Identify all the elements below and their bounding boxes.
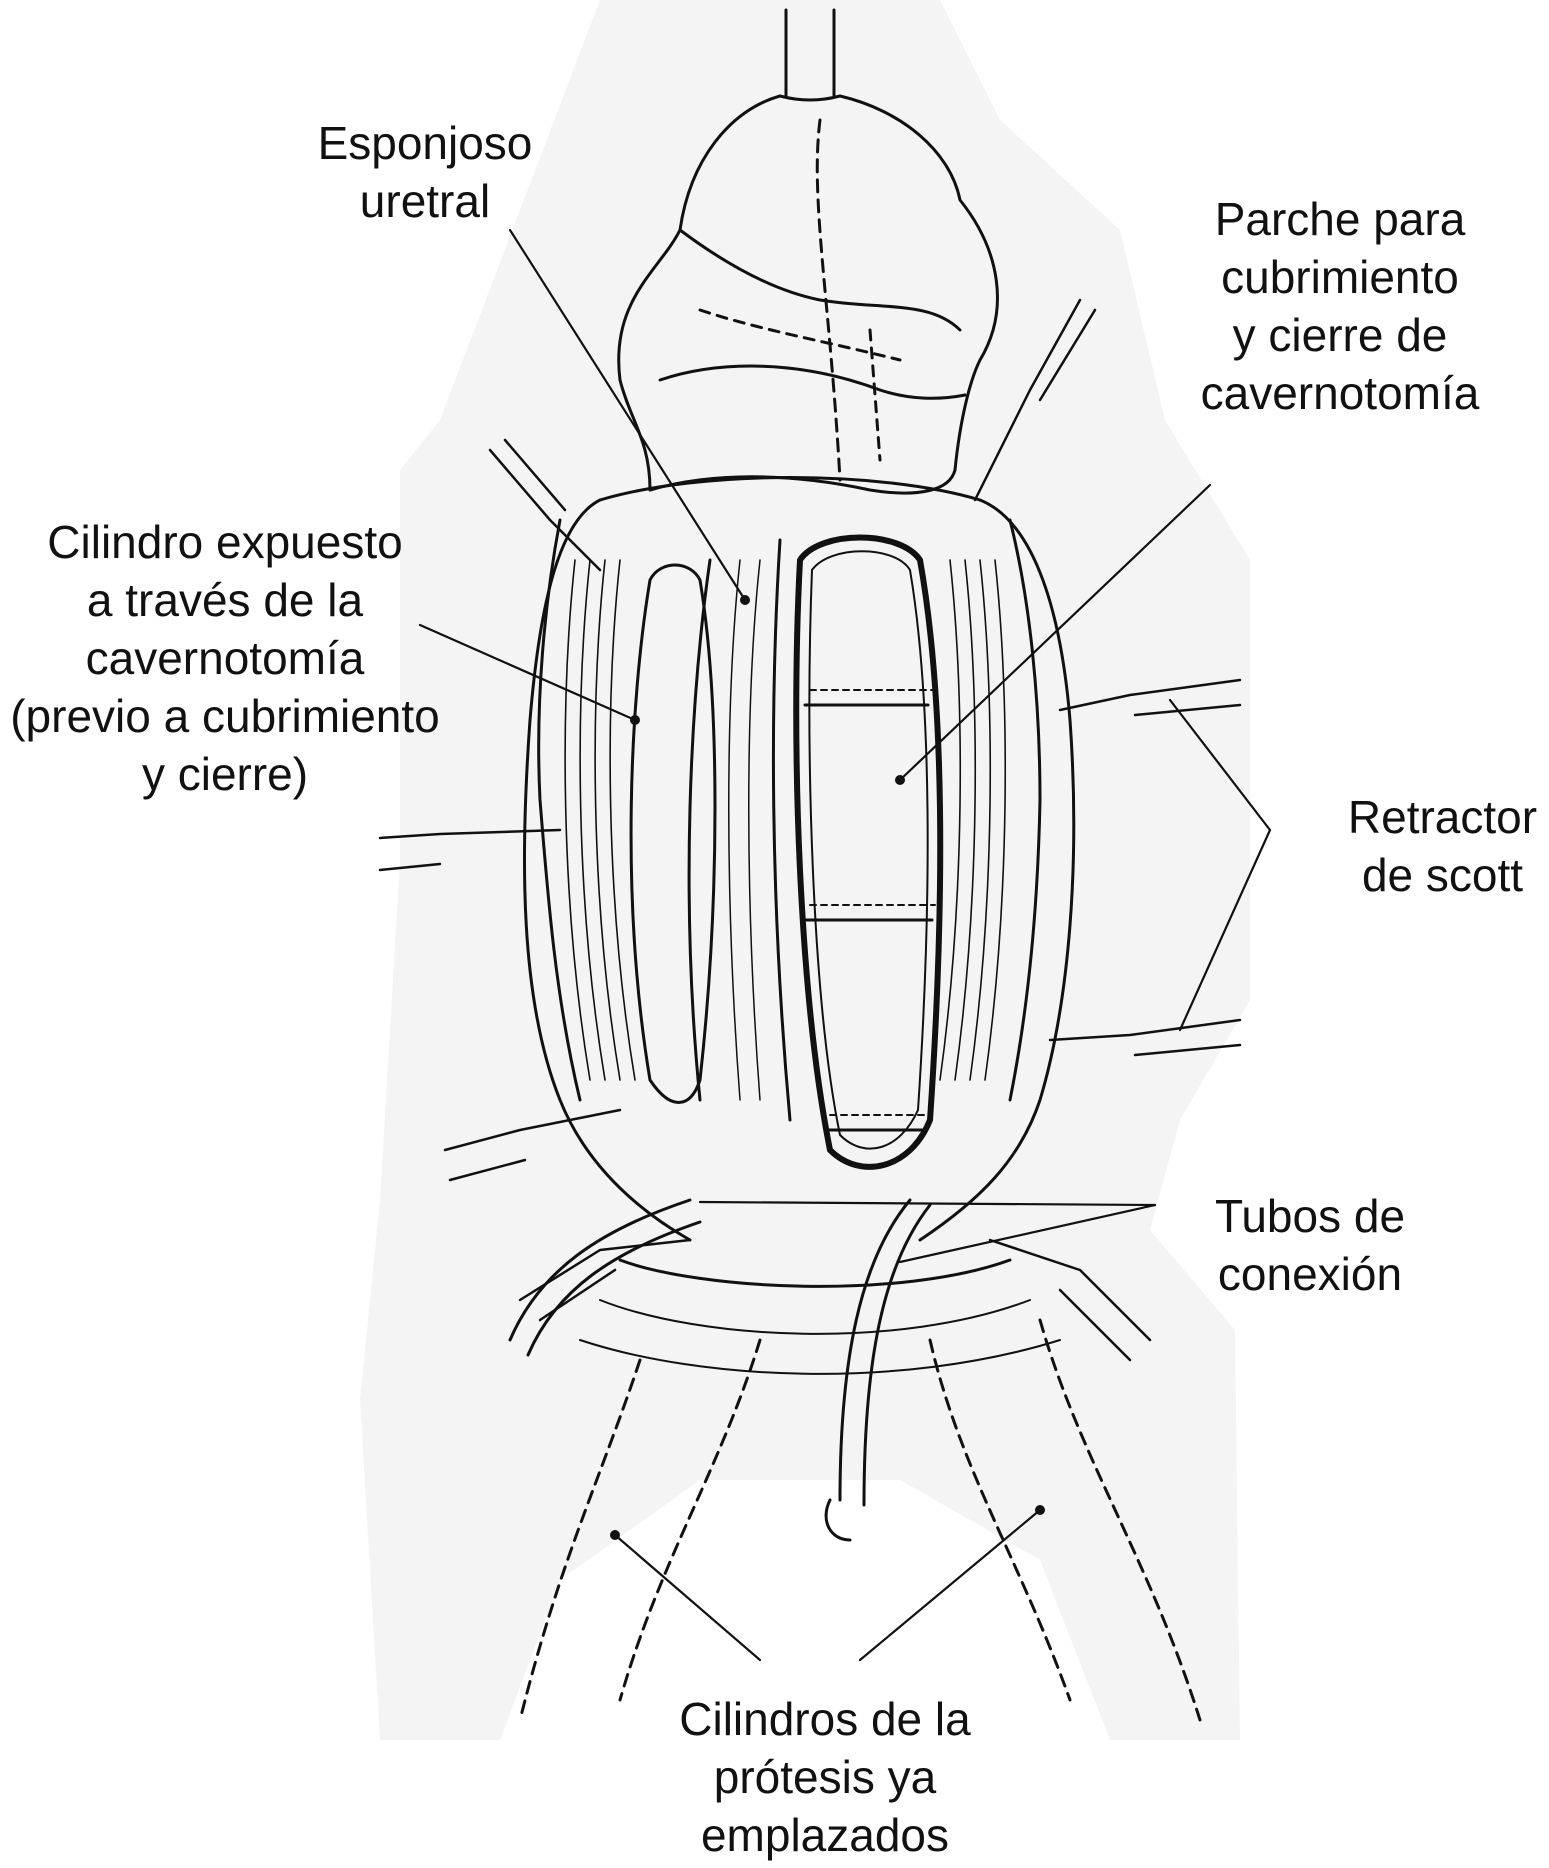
label-parche: Parche para cubrimiento y cierre de cave… [1180,190,1500,422]
background-silhouette [360,0,1250,1740]
label-line: prótesis ya [660,1748,990,1806]
label-line: Cilindro expuesto [0,513,450,571]
label-line: y cierre de [1180,306,1500,364]
label-line: Parche para [1180,190,1500,248]
label-line: (previo a cubrimiento [0,687,450,745]
label-cilindros-protesis: Cilindros de la prótesis ya emplazados [660,1690,990,1864]
label-line: Esponjoso [290,114,560,172]
label-cilindro-expuesto: Cilindro expuesto a través de la caverno… [0,513,450,803]
label-line: Cilindros de la [660,1690,990,1748]
label-line: conexión [1180,1245,1440,1303]
label-line: cavernotomía [1180,364,1500,422]
label-line: y cierre) [0,745,450,803]
label-line: cubrimiento [1180,248,1500,306]
label-retractor: Retractor de scott [1340,788,1545,904]
label-line: uretral [290,172,560,230]
label-line: emplazados [660,1806,990,1864]
label-line: Retractor [1340,788,1545,846]
label-line: cavernotomía [0,629,450,687]
label-line: de scott [1340,846,1545,904]
label-tubos: Tubos de conexión [1180,1187,1440,1303]
label-line: a través de la [0,571,450,629]
label-esponjoso-uretral: Esponjoso uretral [290,114,560,230]
label-line: Tubos de [1180,1187,1440,1245]
